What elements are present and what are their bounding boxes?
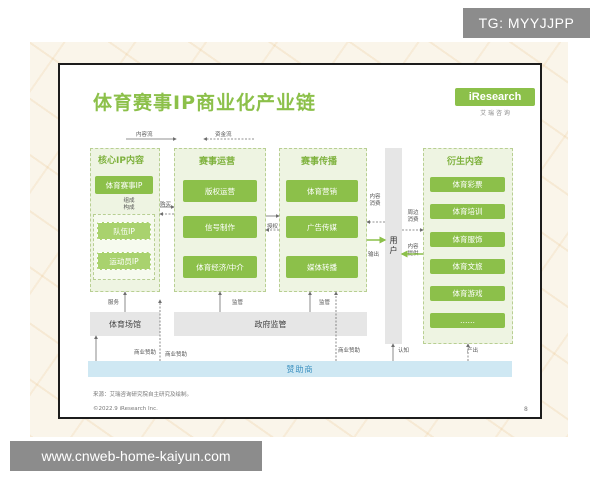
box-sports-marketing: 体育营销 bbox=[286, 180, 358, 202]
section-operation-title: 赛事运营 bbox=[199, 157, 236, 167]
label-purchase: 购买 bbox=[160, 202, 172, 208]
watermark-bottom: www.cnweb-home-kaiyun.com bbox=[10, 441, 262, 471]
source-note: 来源：艾瑞咨询研究院自主研究及绘制。 bbox=[93, 392, 193, 398]
box-sports-apparel: 体育服饰 bbox=[430, 232, 505, 247]
label-authorize: 授权 bbox=[267, 224, 279, 230]
label-commercial-sponsor-3: 商业赞助 bbox=[338, 348, 361, 354]
label-composition: 组成构成 bbox=[123, 198, 135, 211]
sponsor-bar: 赞助商 bbox=[88, 361, 512, 377]
label-output-2: 产出 bbox=[467, 348, 479, 354]
user-column bbox=[385, 148, 402, 344]
box-sports-venue: 体育场馆 bbox=[90, 312, 160, 336]
page-number: 8 bbox=[524, 406, 528, 413]
label-supervise-2: 监管 bbox=[319, 300, 331, 306]
box-sports-training: 体育培训 bbox=[430, 204, 505, 219]
logo-subtitle: 艾 瑞 咨 询 bbox=[480, 110, 510, 117]
label-commercial-sponsor-2: 商业赞助 bbox=[165, 352, 188, 358]
box-sports-event-ip: 体育赛事IP bbox=[95, 176, 153, 194]
box-media-broadcast: 媒体转播 bbox=[286, 256, 358, 278]
label-commercial-sponsor-1: 商业赞助 bbox=[134, 350, 157, 356]
box-copyright-operation: 版权运营 bbox=[183, 180, 257, 202]
label-service: 服务 bbox=[108, 300, 120, 306]
watermark-top: TG: MYYJJPP bbox=[463, 8, 590, 38]
content-flow-label: 内容流 bbox=[136, 132, 153, 138]
capital-flow-label: 资金流 bbox=[215, 132, 232, 138]
box-sports-games: 体育游戏 bbox=[430, 286, 505, 301]
label-recognize: 认知 bbox=[398, 348, 410, 354]
box-athlete-ip: 运动员IP bbox=[97, 252, 151, 270]
iresearch-logo: iResearch 艾 瑞 咨 询 bbox=[455, 88, 535, 122]
box-sports-tourism: 体育文旅 bbox=[430, 259, 505, 274]
box-advertising-media: 广告传媒 bbox=[286, 216, 358, 238]
label-supervise-1: 监管 bbox=[232, 300, 244, 306]
box-government-supervision: 政府监管 bbox=[174, 312, 367, 336]
section-broadcast-title: 赛事传播 bbox=[301, 157, 338, 167]
box-more: …… bbox=[430, 313, 505, 328]
box-sports-agency: 体育经济/中介 bbox=[183, 256, 257, 278]
label-output: 输出 bbox=[368, 252, 380, 258]
section-derivative-title: 衍生内容 bbox=[447, 157, 484, 167]
box-sports-lottery: 体育彩票 bbox=[430, 177, 505, 192]
user-label: 用户 bbox=[389, 236, 398, 255]
box-signal-production: 信号制作 bbox=[183, 216, 257, 238]
diagram-title: 体育赛事IP商业化产业链 bbox=[93, 92, 316, 114]
logo-text: iResearch bbox=[455, 88, 535, 106]
label-content-consume: 内容消费 bbox=[369, 194, 381, 207]
box-team-ip: 队伍IP bbox=[97, 222, 151, 240]
label-content-supply: 内容提供 bbox=[407, 244, 419, 257]
copyright: ©2022.9 iResearch Inc. bbox=[93, 406, 158, 412]
label-peripheral-consume: 周边消费 bbox=[407, 210, 419, 223]
section-core-ip-title: 核心IP内容 bbox=[98, 156, 144, 166]
